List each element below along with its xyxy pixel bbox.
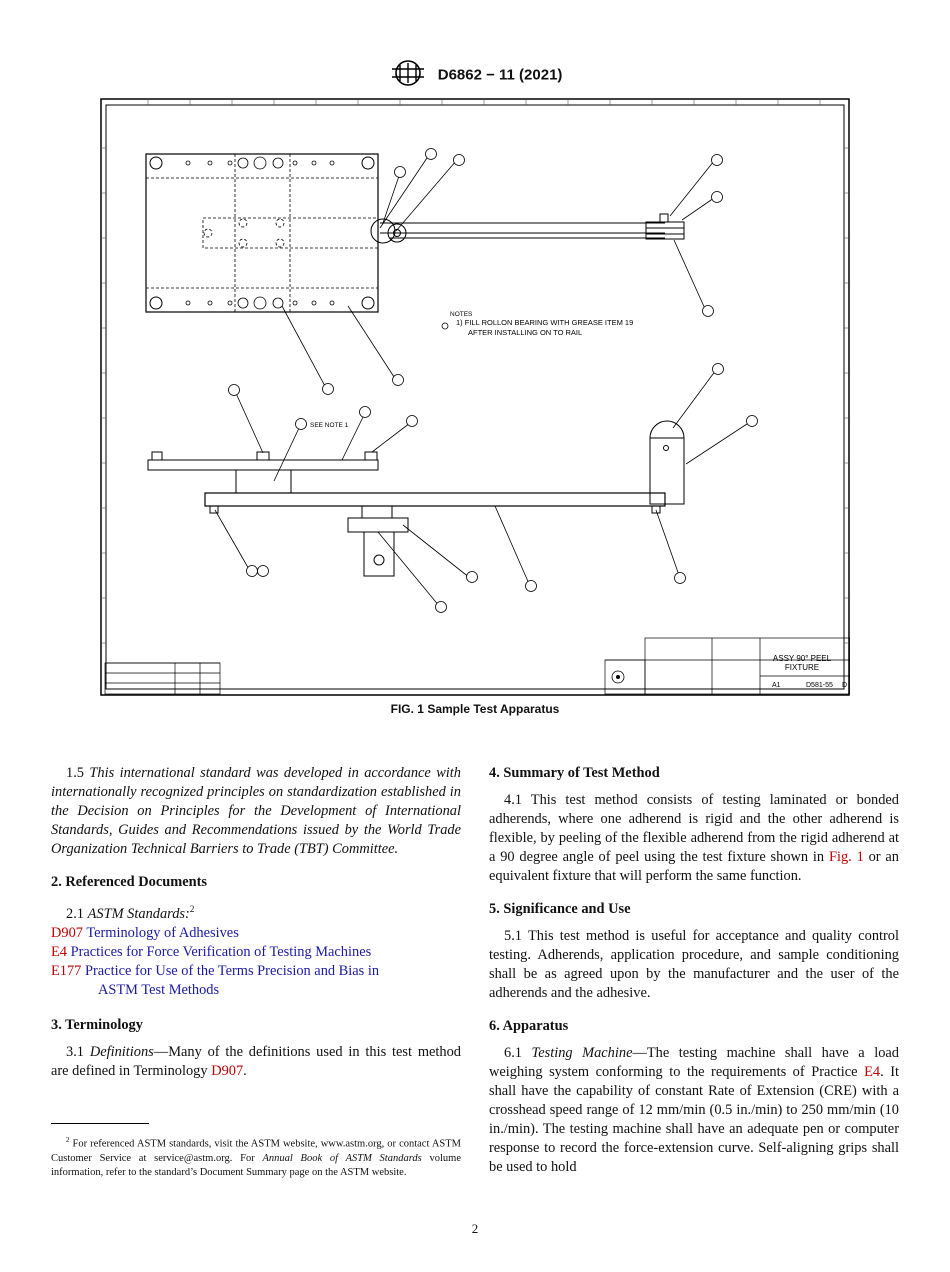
notes-title: NOTES <box>450 311 473 318</box>
note-1-cont: AFTER INSTALLING ON TO RAIL <box>468 328 582 337</box>
reference-d907[interactable]: D907 Terminology of Adhesives <box>51 924 239 941</box>
footnote: 2 For referenced ASTM standards, visit t… <box>51 1136 462 1178</box>
link-fig-1[interactable]: Fig. 1 <box>828 849 864 865</box>
reference-e177[interactable]: E177 Practice for Use of the Terms Preci… <box>51 962 380 998</box>
section-6-heading: 6. Apparatus <box>489 1018 569 1034</box>
title-line-2: FIXTURE <box>785 663 819 672</box>
section-4-heading: 4. Summary of Test Method <box>489 765 660 781</box>
paragraph-5-1: 5.1 This test method is useful for accep… <box>489 928 900 1001</box>
section-2-heading: 2. Referenced Documents <box>51 874 207 890</box>
paragraph-6-1: 6.1 Testing Machine—The testing machine … <box>489 1045 899 1175</box>
title-line-1: ASSY 90° PEEL <box>773 654 832 663</box>
apparatus-drawing: NOTES 1) FILL ROLLON BEARING WITH GREASE… <box>100 98 851 696</box>
page-header: D6862 − 11 (2021) <box>0 60 950 90</box>
section-5-heading: 5. Significance and Use <box>489 901 631 917</box>
standard-designation: D6862 − 11 (2021) <box>437 66 563 84</box>
reference-e4[interactable]: E4 Practices for Force Verification of T… <box>51 943 372 960</box>
right-column: 4. Summary of Test Method 4.1 This test … <box>489 764 899 1187</box>
revision: D <box>842 682 847 689</box>
link-e4[interactable]: E4 <box>864 1064 881 1080</box>
paragraph-4-1: 4.1 This test method consists of testing… <box>489 792 899 884</box>
size-code: A1 <box>772 682 781 689</box>
left-column: 1.5 This international standard was deve… <box>51 764 461 1091</box>
section-3-heading: 3. Terminology <box>51 1016 143 1033</box>
paragraph-3-1: 3.1 Definitions—Many of the definitions … <box>51 1043 461 1079</box>
note-1: 1) FILL ROLLON BEARING WITH GREASE ITEM … <box>456 318 633 327</box>
link-d907[interactable]: D907 <box>211 1062 244 1079</box>
see-note-label: SEE NOTE 1 <box>310 422 349 429</box>
paragraph-1-5: 1.5 This international standard was deve… <box>51 765 461 857</box>
footnote-divider <box>51 1123 149 1124</box>
drawing-number: D581-55 <box>806 682 833 689</box>
astm-logo-icon <box>388 60 428 90</box>
figure-caption: FIG. 1 Sample Test Apparatus <box>390 702 560 716</box>
paragraph-2-1: 2.1 ASTM Standards:2 <box>66 904 195 922</box>
page-number: 2 <box>471 1221 479 1236</box>
figure-drawing: NOTES 1) FILL ROLLON BEARING WITH GREASE… <box>100 98 851 696</box>
